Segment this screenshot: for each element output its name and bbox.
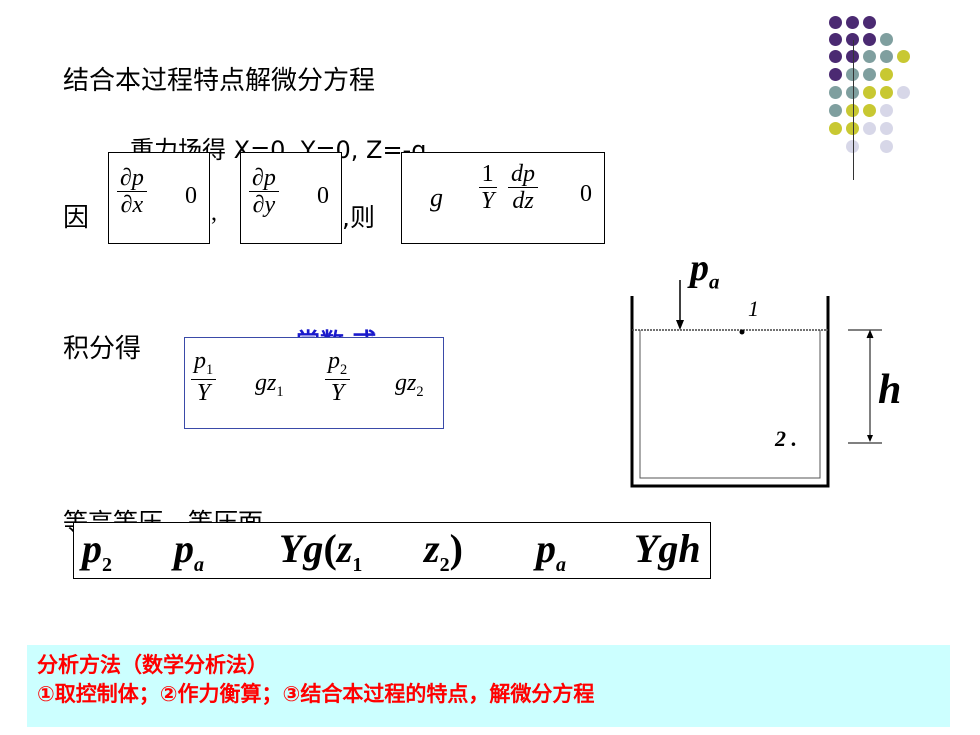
eq2-rhs: 0 bbox=[317, 183, 329, 209]
equation-integrated: p1 Y gz1 p2 Y gz2 bbox=[184, 337, 444, 429]
analysis-title: 分析方法（数学分析法） bbox=[37, 653, 268, 677]
equation-dp-dx: ∂p ∂x 0 bbox=[108, 152, 210, 244]
eq3-den2: dz bbox=[512, 188, 534, 215]
eq4-Y2: Y bbox=[330, 379, 345, 406]
point-1-label: 1 bbox=[748, 296, 759, 321]
eq4-Y1: Y bbox=[196, 379, 211, 406]
pa-label: pa bbox=[690, 247, 720, 294]
eq3-g: g bbox=[430, 183, 443, 212]
analysis-steps: ①取控制体；②作力衡算；③结合本过程的特点，解微分方程 bbox=[37, 682, 595, 706]
tank-outline bbox=[630, 296, 830, 488]
eq4-gz1-sub: 1 bbox=[276, 383, 284, 400]
eq3-num1: 1 bbox=[478, 161, 497, 189]
eq4-gz1: gz bbox=[255, 370, 277, 396]
point-2-label: 2 . bbox=[775, 426, 797, 451]
eq1-denominator: ∂x bbox=[120, 192, 144, 219]
eq4-p1: p bbox=[194, 348, 206, 374]
eq3-num2: dp bbox=[508, 161, 538, 189]
analysis-box: 分析方法（数学分析法） ①取控制体；②作力衡算；③结合本过程的特点，解微分方程 bbox=[27, 645, 950, 727]
equation-dp-dy: ∂p ∂y 0 bbox=[240, 152, 342, 244]
then-label: ,则 bbox=[342, 203, 375, 232]
integrate-label: 积分得 bbox=[63, 334, 142, 364]
eq4-gz2-sub: 2 bbox=[416, 383, 424, 400]
equation-pressure-result: p2 pa Yg(z1 z2) pa Ygh bbox=[73, 522, 711, 579]
eq1-rhs: 0 bbox=[185, 183, 197, 209]
eq4-gz2: gz bbox=[395, 370, 417, 396]
heading: 结合本过程特点解微分方程 bbox=[63, 66, 376, 96]
eq3-den1: Y bbox=[481, 188, 495, 215]
equation-gravity-balance: g 1 Y dp dz 0 bbox=[401, 152, 605, 244]
decorative-dot-grid bbox=[0, 0, 980, 200]
eq4-p2: p bbox=[328, 348, 340, 374]
eq2-numerator: ∂p bbox=[249, 165, 279, 193]
tank-inner-outline bbox=[639, 330, 821, 479]
eq4-p1-sub: 1 bbox=[206, 361, 214, 378]
because-label: 因 bbox=[63, 203, 90, 233]
eq2-denominator: ∂y bbox=[252, 192, 276, 219]
eq3-rhs: 0 bbox=[580, 181, 592, 207]
eq4-p2-sub: 2 bbox=[340, 361, 348, 378]
h-label: h bbox=[878, 367, 902, 413]
comma: , bbox=[211, 200, 217, 226]
point-1-marker bbox=[739, 329, 745, 335]
eq1-numerator: ∂p bbox=[117, 165, 147, 193]
tank-diagram bbox=[630, 280, 882, 488]
